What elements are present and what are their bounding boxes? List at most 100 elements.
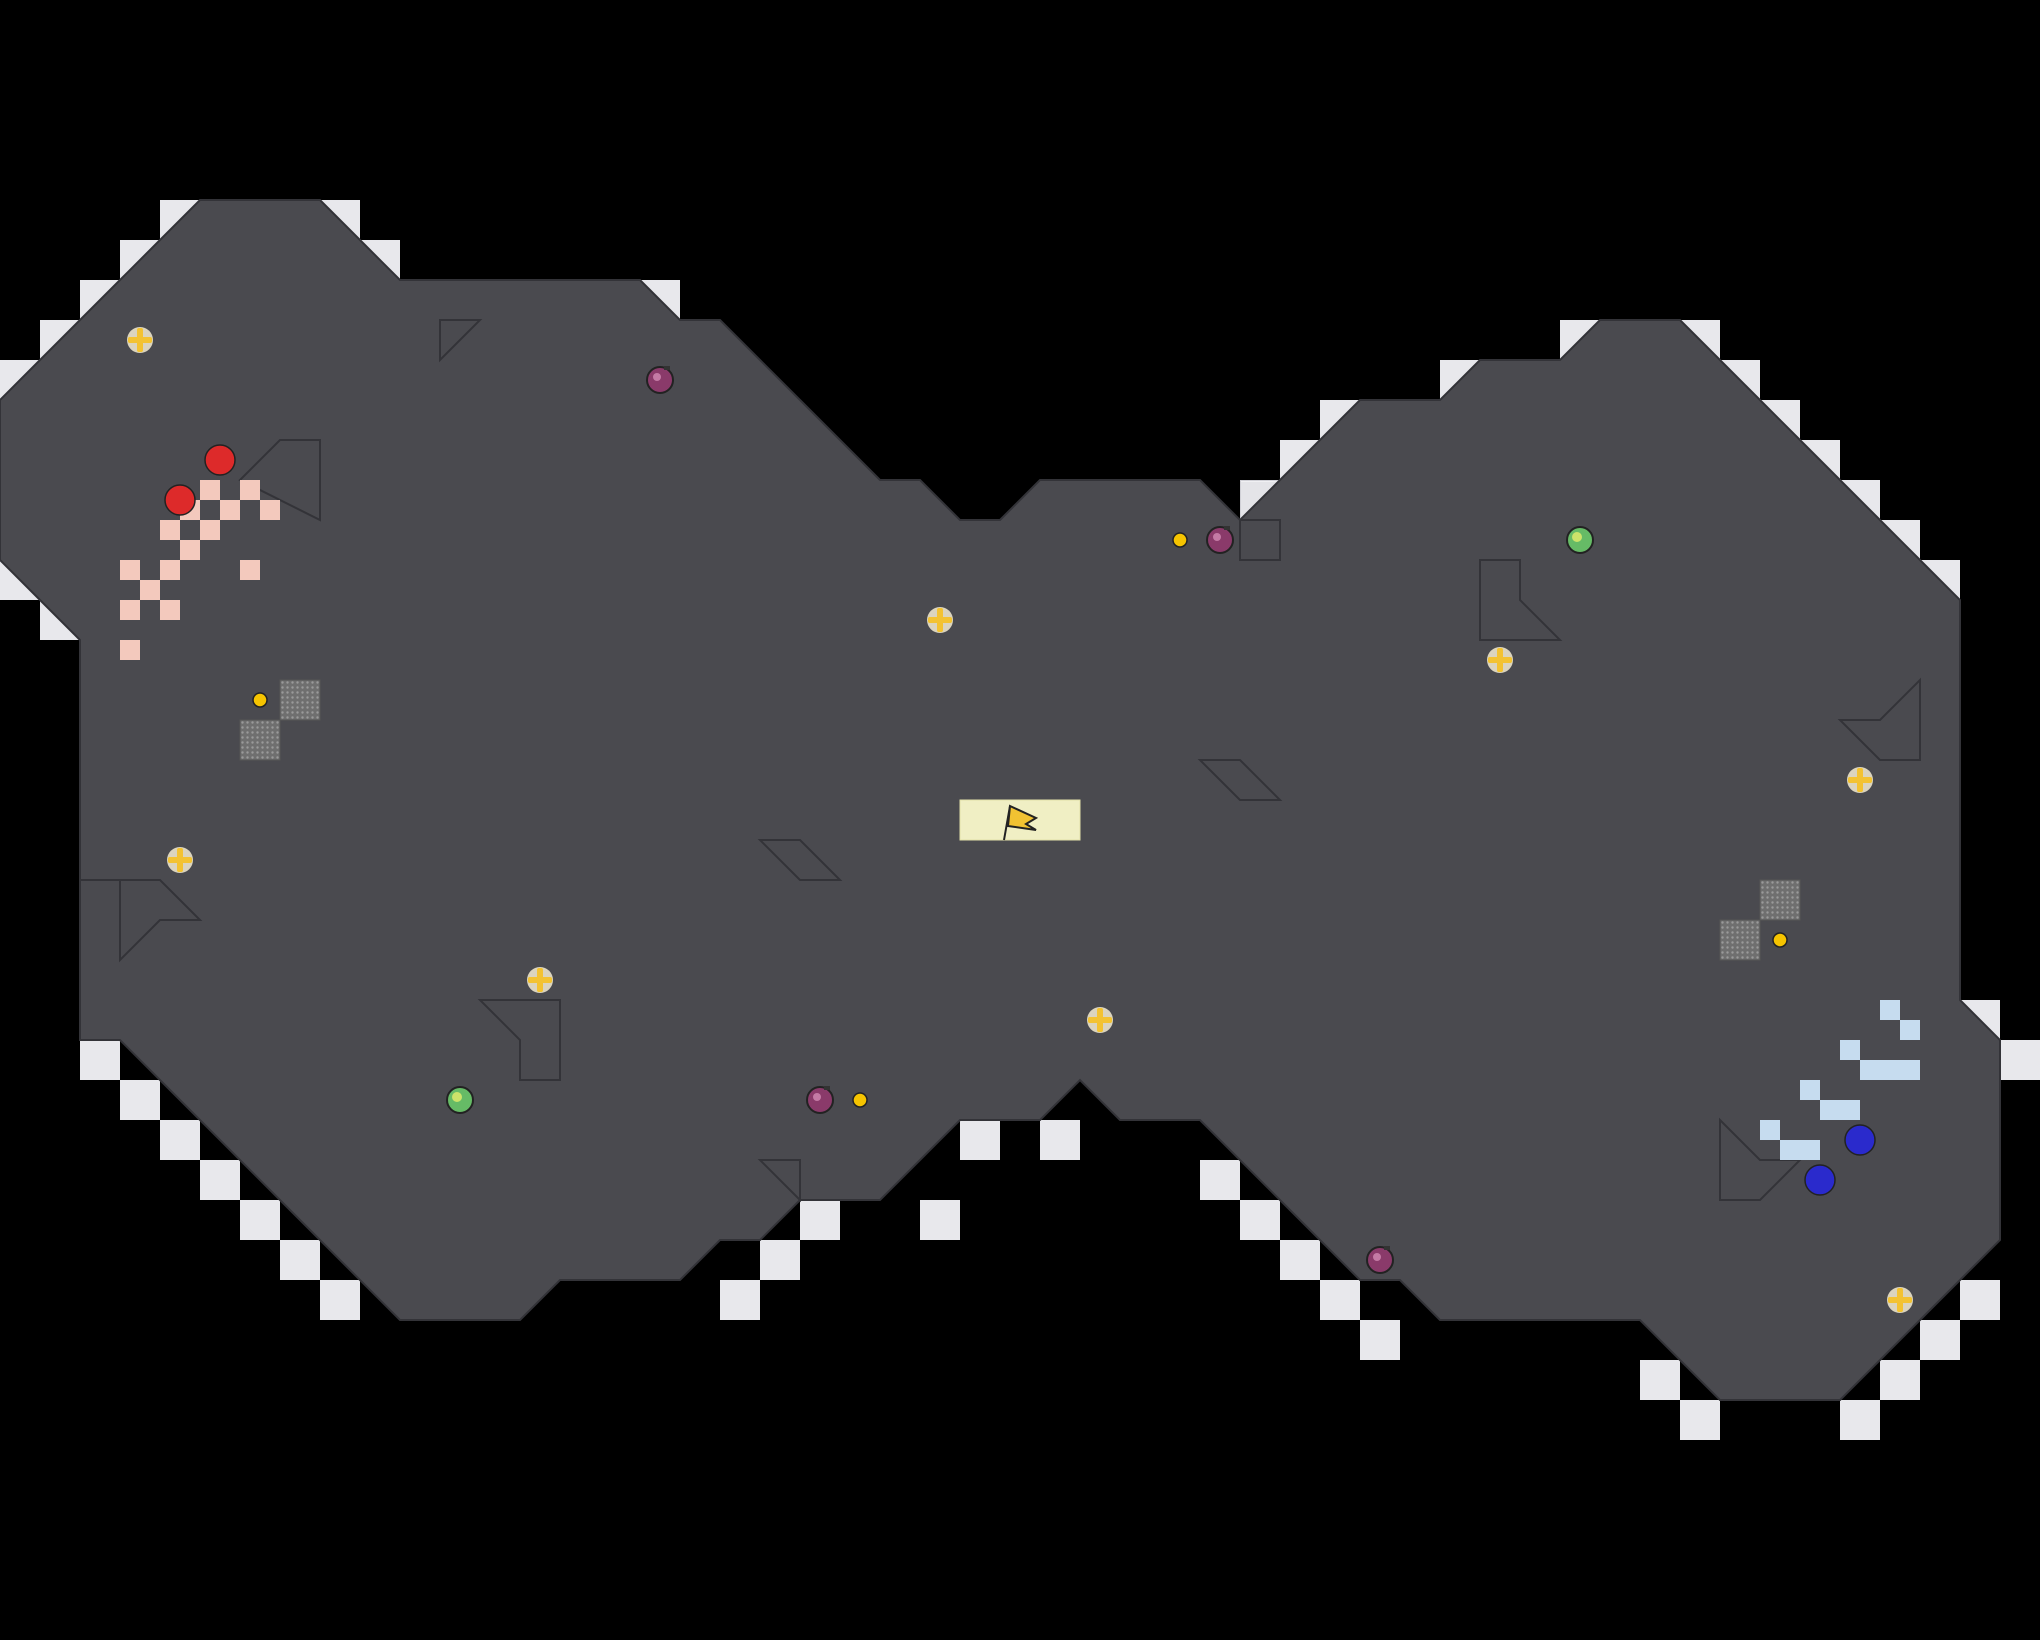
boost-icon: [1848, 777, 1872, 783]
button: [1172, 532, 1188, 548]
spike-icon: [1759, 879, 1801, 921]
boost-icon: [1488, 657, 1512, 663]
boost-pad: [527, 967, 553, 993]
red-endzone-tile: [120, 640, 140, 660]
bomb-fuse: [1224, 526, 1230, 530]
edge-tile: [200, 1160, 240, 1200]
flag-zone: [959, 799, 1081, 841]
bomb-icon: [1206, 526, 1234, 554]
boost-icon: [168, 857, 192, 863]
red-endzone-tile: [200, 520, 220, 540]
red-endzone-tile: [180, 540, 200, 560]
edge-tile: [2000, 1040, 2040, 1080]
button-icon: [852, 1092, 868, 1108]
edge-tile: [1320, 1280, 1360, 1320]
object-layer: [127, 327, 1913, 1313]
edge-tile: [1960, 1280, 2000, 1320]
boost-pad: [1847, 767, 1873, 793]
bomb-highlight: [813, 1093, 821, 1101]
powerup: [446, 1086, 474, 1114]
blue-endzone-tile: [1760, 1120, 1780, 1140]
boost-pad: [1887, 1287, 1913, 1313]
bomb-highlight: [653, 373, 661, 381]
inner-wall: [80, 879, 203, 963]
powerup-highlight: [1572, 532, 1582, 542]
spike-icon: [1719, 919, 1761, 961]
boost-pad: [1087, 1007, 1113, 1033]
bomb: [1366, 1246, 1394, 1274]
blue-endzone-tile: [1900, 1020, 1920, 1040]
inner-wall: [1479, 559, 1563, 641]
bomb-fuse: [824, 1086, 830, 1090]
bomb-icon: [1366, 1246, 1394, 1274]
boost-pad: [167, 847, 193, 873]
edge-tile: [280, 1240, 320, 1280]
button-icon: [1772, 932, 1788, 948]
zone-layer: [120, 480, 1920, 1160]
boost-pad: [127, 327, 153, 353]
blue-endzone-tile: [1800, 1140, 1820, 1160]
edge-tile: [920, 1200, 960, 1240]
inner-wall: [1837, 677, 1921, 761]
bomb-fuse: [1384, 1246, 1390, 1250]
inner-wall: [477, 999, 561, 1081]
edge-tile: [960, 1120, 1000, 1160]
bomb-icon: [646, 366, 674, 394]
bomb-fuse: [664, 366, 670, 370]
boost-icon: [1088, 1017, 1112, 1023]
powerup: [1566, 526, 1594, 554]
red-player: [164, 484, 196, 516]
bomb-icon: [806, 1086, 834, 1114]
blue-endzone-tile: [1880, 1060, 1900, 1080]
edge-tile: [320, 1280, 360, 1320]
spike-block: [1719, 919, 1761, 961]
red-endzone-tile: [240, 560, 260, 580]
spike-block: [279, 679, 321, 721]
inner-wall: [1197, 759, 1283, 801]
red-endzone-tile: [140, 580, 160, 600]
blue-player-ball: [1844, 1124, 1876, 1156]
button: [252, 692, 268, 708]
inner-wall: [757, 839, 843, 881]
edge-tile: [80, 1040, 120, 1080]
spike-block: [239, 719, 281, 761]
blue-endzone-tile: [1840, 1040, 1860, 1060]
boost-icon: [1888, 1297, 1912, 1303]
edge-tile: [160, 1120, 200, 1160]
edge-tile: [1240, 1200, 1280, 1240]
red-player-ball: [204, 444, 236, 476]
bomb: [646, 366, 674, 394]
inner-wall: [439, 319, 483, 363]
flag-icon: [1006, 804, 1039, 831]
red-endzone-tile: [120, 600, 140, 620]
edge-tile: [1880, 1360, 1920, 1400]
bomb: [806, 1086, 834, 1114]
edge-tile: [120, 1080, 160, 1120]
inner-wall: [238, 439, 321, 522]
edge-tile: [760, 1240, 800, 1280]
powerup-highlight: [452, 1092, 462, 1102]
edge-tile: [1920, 1320, 1960, 1360]
inner-wall: [757, 1159, 801, 1203]
blue-endzone-tile: [1800, 1080, 1820, 1100]
blue-endzone-tile: [1840, 1100, 1860, 1120]
boost-icon: [928, 617, 952, 623]
red-player: [204, 444, 236, 476]
blue-endzone-tile: [1880, 1000, 1900, 1020]
edge-tile: [1840, 1400, 1880, 1440]
red-endzone-tile: [160, 560, 180, 580]
edge-tile: [720, 1280, 760, 1320]
edge-tile: [800, 1200, 840, 1240]
red-endzone-tile: [160, 520, 180, 540]
button-icon: [1172, 532, 1188, 548]
red-endzone-tile: [260, 500, 280, 520]
blue-player-ball: [1804, 1164, 1836, 1196]
boost-icon: [528, 977, 552, 983]
blue-player: [1844, 1124, 1876, 1156]
bomb-highlight: [1373, 1253, 1381, 1261]
blue-endzone-tile: [1900, 1060, 1920, 1080]
boost-pad: [1487, 647, 1513, 673]
neutral-flag: [1003, 804, 1039, 841]
edge-tile: [1680, 1400, 1720, 1440]
